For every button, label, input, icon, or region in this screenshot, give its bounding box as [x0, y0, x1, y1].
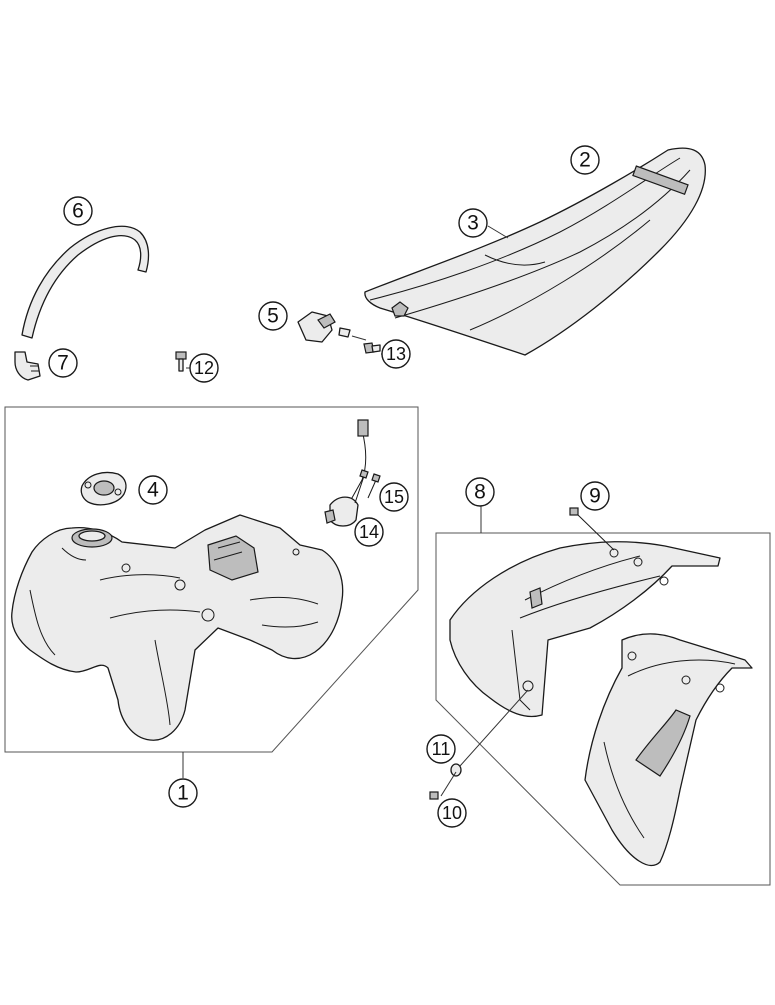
callout-5-label: 5 — [267, 305, 279, 328]
callout-2: 2 — [570, 145, 600, 175]
callout-14-label: 14 — [359, 522, 379, 542]
callout-6: 6 — [63, 196, 93, 226]
side-panel — [584, 633, 753, 867]
washer-11 — [450, 763, 462, 777]
screw-13 — [363, 342, 381, 354]
callout-10-label: 10 — [442, 803, 462, 823]
callout-8-label: 8 — [474, 481, 486, 504]
callout-4-label: 4 — [147, 479, 159, 502]
spoiler — [449, 541, 721, 718]
seat-bracket — [297, 311, 351, 343]
callout-9: 9 — [580, 481, 610, 511]
callout-1: 1 — [168, 778, 198, 808]
callout-4: 4 — [138, 475, 168, 505]
fuel-tank — [11, 514, 344, 741]
callout-7-label: 7 — [57, 352, 69, 375]
spoiler-group-frame — [435, 532, 771, 886]
callout-12: 12 — [189, 353, 219, 383]
callout-9-label: 9 — [589, 485, 601, 508]
callout-6-label: 6 — [72, 200, 84, 223]
callout-2-label: 2 — [579, 149, 591, 172]
callout-11: 11 — [426, 734, 456, 764]
fuel-tank-group-frame — [4, 406, 419, 753]
callout-5: 5 — [258, 301, 288, 331]
fuel-tap — [324, 419, 369, 527]
fuel-cap — [80, 471, 127, 506]
callout-3-label: 3 — [467, 212, 479, 235]
callout-14: 14 — [354, 517, 384, 547]
callout-7: 7 — [48, 348, 78, 378]
callout-1-label: 1 — [177, 782, 189, 805]
leader-lines — [182, 225, 529, 797]
seat-logo — [632, 165, 689, 196]
screws-15 — [354, 469, 381, 504]
callout-3: 3 — [458, 208, 488, 238]
seat — [364, 147, 706, 356]
screw-9 — [569, 507, 615, 551]
screw-12 — [175, 351, 187, 372]
fuel-hose — [21, 225, 150, 339]
screw-10 — [429, 791, 439, 800]
callout-15: 15 — [379, 482, 409, 512]
callout-13-label: 13 — [386, 344, 406, 364]
callout-11-label: 11 — [432, 739, 451, 759]
callout-12-label: 12 — [194, 358, 214, 378]
callout-10: 10 — [437, 798, 467, 828]
hose-elbow — [14, 351, 41, 381]
callout-13: 13 — [381, 339, 411, 369]
callout-8: 8 — [465, 477, 495, 507]
callout-15-label: 15 — [384, 487, 404, 507]
